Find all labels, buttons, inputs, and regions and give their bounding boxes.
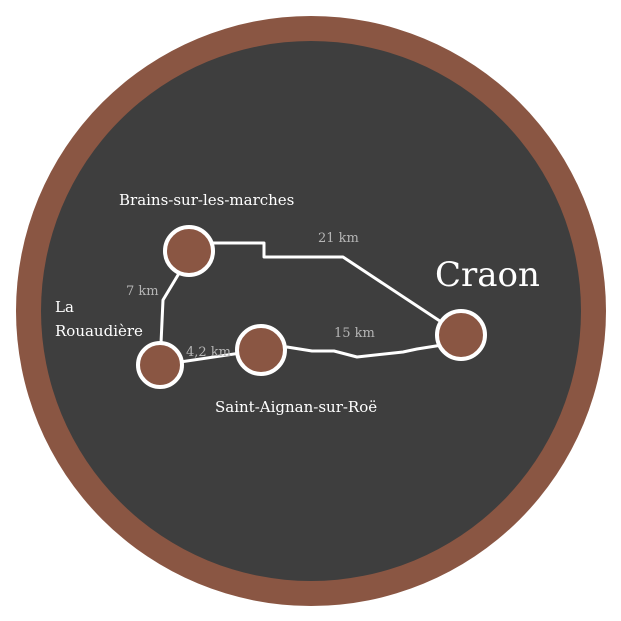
distance-brains-rouaudiere: 7 km bbox=[126, 284, 159, 299]
stop-brains-sur-les-marches[interactable] bbox=[163, 225, 215, 277]
stop-saint-aignan-sur-roe[interactable] bbox=[235, 324, 287, 376]
label-brains-sur-les-marches: Brains-sur-les-marches bbox=[119, 191, 294, 209]
stop-la-rouaudiere[interactable] bbox=[136, 341, 184, 389]
distance-rouaudiere-saint-aignan: 4,2 km bbox=[186, 345, 231, 360]
distance-saint-aignan-craon: 15 km bbox=[334, 326, 375, 341]
label-saint-aignan-sur-roe: Saint-Aignan-sur-Roë bbox=[215, 398, 377, 416]
stop-craon[interactable] bbox=[435, 309, 487, 361]
label-craon: Craon bbox=[435, 255, 540, 295]
label-rouaudiere-line2: Rouaudière bbox=[55, 322, 143, 340]
route-saint-aignan-craon bbox=[259, 340, 463, 359]
label-la-line1: La bbox=[55, 298, 74, 316]
map-disc bbox=[41, 41, 581, 581]
route-brains-craon bbox=[187, 241, 463, 337]
distance-brains-craon: 21 km bbox=[318, 231, 359, 246]
